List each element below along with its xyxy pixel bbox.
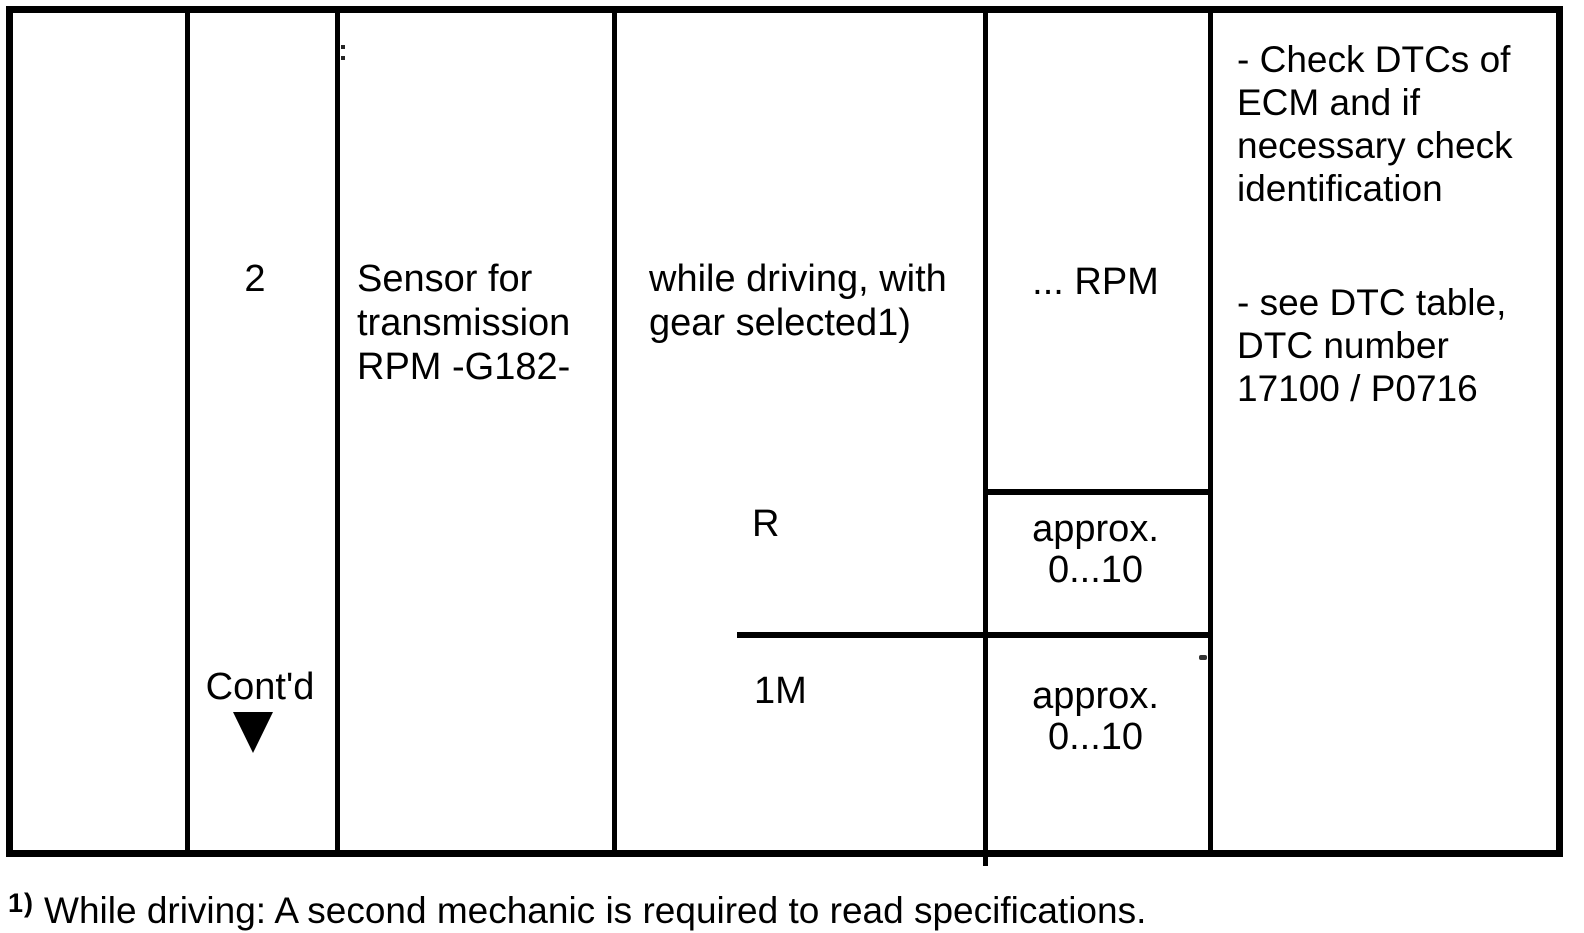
item-number-cell: 2 [244, 258, 266, 300]
continued-down-arrow-icon [233, 712, 273, 753]
contd-label: Cont'd [205, 666, 315, 708]
gear-value-1m: approx. 0...10 [1032, 675, 1159, 758]
footnote-text: While driving: A second mechanic is requ… [44, 890, 1147, 931]
sensor-description-cell: Sensor for transmission RPM -G182- [357, 258, 571, 388]
footnote: 1) While driving: A second mechanic is re… [8, 881, 1146, 933]
test-condition-cell: while driving, with gear selected1) [649, 258, 947, 344]
gear-label-1m: 1M [754, 670, 807, 712]
gear-label-r: R [752, 503, 780, 545]
column-divider-2 [335, 6, 340, 857]
row-divider-rpm-cell [983, 489, 1213, 495]
column-divider-1 [185, 6, 190, 857]
display-unit-cell: ... RPM [1032, 261, 1159, 303]
action-dtc-reference-cell: - see DTC table, DTC number 17100 / P071… [1237, 282, 1507, 409]
scan-speck-artifact [1199, 655, 1207, 660]
row-divider-gear-rows [737, 632, 1213, 638]
table-outer-border [6, 6, 1563, 857]
column-divider-5 [1208, 6, 1213, 857]
footnote-marker: 1) [8, 888, 35, 918]
scan-speck-artifact [341, 45, 345, 49]
column-divider-4 [983, 6, 988, 857]
divider-tick-artifact [983, 857, 988, 866]
action-check-dtcs-cell: - Check DTCs of ECM and if necessary che… [1237, 39, 1513, 209]
gear-value-r: approx. 0...10 [1032, 508, 1159, 591]
column-divider-3 [612, 6, 617, 857]
